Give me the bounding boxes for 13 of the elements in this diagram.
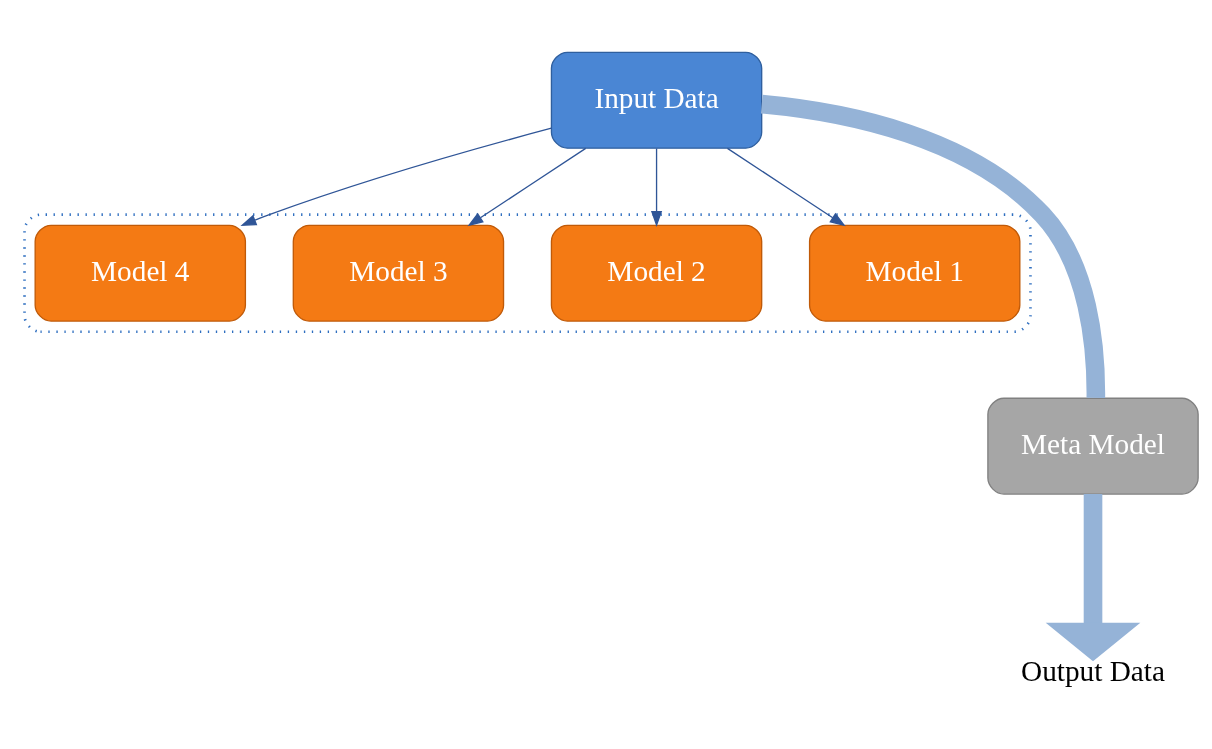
node-box: Model 4 [34, 224, 247, 322]
arrow [1045, 493, 1141, 661]
node-box: Model 1 [808, 224, 1021, 322]
arrow [650, 147, 663, 227]
node-box: Model 3 [292, 224, 505, 322]
connector [760, 94, 1106, 398]
arrow [726, 147, 846, 226]
node-box: Model 2 [550, 224, 763, 322]
node-text: Output Data [1021, 654, 1165, 687]
node-box: Meta Model [987, 397, 1199, 495]
arrow [240, 127, 553, 226]
node-box: Input Data [550, 51, 763, 149]
arrow [467, 147, 587, 226]
